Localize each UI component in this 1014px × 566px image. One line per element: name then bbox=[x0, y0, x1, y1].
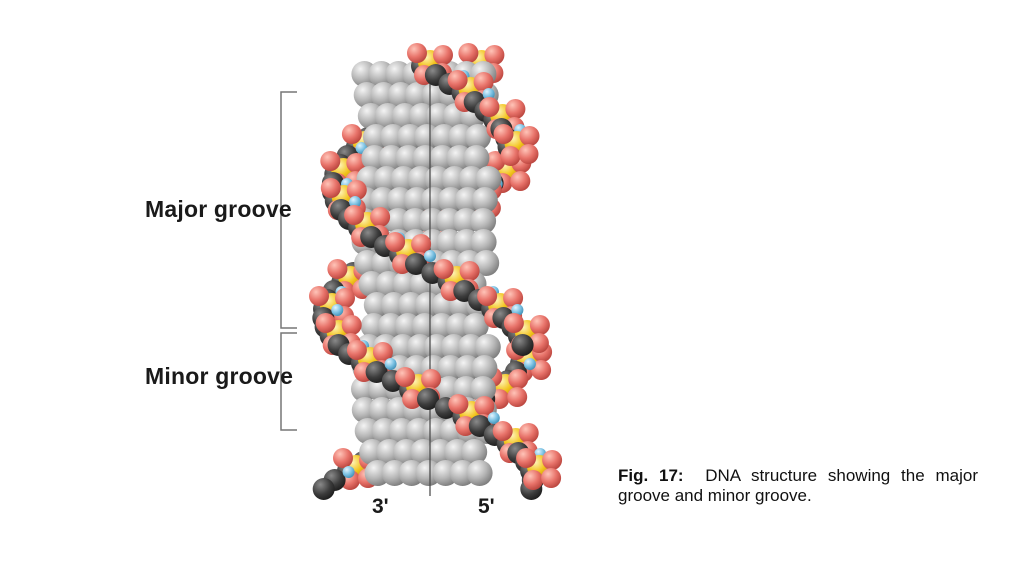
oxygen-atom bbox=[493, 124, 514, 144]
major-groove-label: Major groove bbox=[145, 196, 292, 222]
oxygen-atom bbox=[402, 389, 423, 409]
base-atom bbox=[461, 439, 488, 465]
oxygen-atom bbox=[315, 313, 336, 333]
nitrogen-atom bbox=[424, 250, 436, 262]
nitrogen-atom bbox=[342, 466, 355, 478]
oxygen-atom bbox=[395, 367, 416, 387]
oxygen-atom bbox=[458, 43, 479, 63]
base-atom bbox=[470, 229, 497, 255]
oxygen-atom bbox=[433, 45, 453, 65]
base-atom bbox=[462, 313, 489, 339]
minor-groove-label: Minor groove bbox=[145, 363, 294, 389]
base-atom bbox=[470, 376, 496, 402]
oxygen-atom bbox=[518, 423, 539, 443]
figure-caption: Fig. 17: DNA structure showing the major… bbox=[618, 466, 978, 506]
base-atom bbox=[466, 460, 493, 486]
oxygen-atom bbox=[500, 146, 521, 166]
helix-front-atoms bbox=[312, 43, 563, 490]
oxygen-atom bbox=[518, 144, 539, 164]
oxygen-atom bbox=[479, 97, 500, 117]
nitrogen-atom bbox=[523, 358, 536, 370]
oxygen-atom bbox=[510, 171, 531, 191]
base-atom bbox=[470, 208, 497, 234]
oxygen-atom bbox=[459, 261, 480, 281]
oxygen-atom bbox=[474, 396, 495, 416]
oxygen-atom bbox=[541, 468, 562, 488]
oxygen-atom bbox=[477, 286, 498, 306]
oxygen-atom bbox=[433, 259, 454, 279]
oxygen-atom bbox=[421, 369, 442, 389]
oxygen-atom bbox=[473, 72, 494, 92]
oxygen-atom bbox=[344, 205, 365, 225]
oxygen-atom bbox=[333, 448, 353, 468]
base-atom bbox=[474, 334, 501, 360]
oxygen-atom bbox=[411, 234, 432, 254]
oxygen-atom bbox=[370, 207, 391, 227]
oxygen-atom bbox=[531, 360, 552, 380]
oxygen-atom bbox=[335, 288, 355, 308]
oxygen-atom bbox=[519, 126, 540, 146]
oxygen-atom bbox=[327, 259, 348, 279]
three-prime-label: 3' bbox=[372, 495, 389, 518]
oxygen-atom bbox=[516, 448, 537, 468]
oxygen-atom bbox=[542, 450, 563, 470]
nitrogen-atom bbox=[384, 358, 397, 370]
oxygen-atom bbox=[485, 151, 506, 171]
oxygen-atom bbox=[447, 70, 468, 90]
oxygen-atom bbox=[507, 387, 528, 407]
figure-caption-text: DNA structure showing the major groove a… bbox=[618, 466, 978, 505]
carbon-atom bbox=[365, 361, 388, 383]
minor-groove-bracket bbox=[280, 332, 297, 431]
oxygen-atom bbox=[492, 421, 513, 441]
base-atom bbox=[475, 166, 502, 192]
carbon-atom bbox=[405, 253, 427, 275]
nitrogen-atom bbox=[331, 304, 344, 316]
nitrogen-atom bbox=[349, 196, 362, 208]
base-atom bbox=[471, 187, 498, 213]
oxygen-atom bbox=[523, 470, 544, 490]
oxygen-atom bbox=[346, 153, 367, 173]
oxygen-atom bbox=[448, 394, 469, 414]
nitrogen-atom bbox=[487, 412, 500, 424]
base-atom bbox=[463, 145, 490, 171]
nitrogen-atom bbox=[482, 88, 495, 100]
carbon-atom bbox=[417, 388, 439, 410]
base-atom bbox=[473, 250, 500, 276]
figure-number: Fig. 17: bbox=[618, 466, 684, 485]
oxygen-atom bbox=[320, 151, 341, 171]
oxygen-atom bbox=[372, 342, 393, 362]
major-groove-bracket bbox=[280, 91, 297, 329]
oxygen-atom bbox=[385, 232, 406, 252]
carbon-atom bbox=[511, 334, 534, 356]
oxygen-atom bbox=[346, 340, 367, 360]
oxygen-atom bbox=[341, 124, 362, 144]
oxygen-atom bbox=[341, 315, 362, 335]
oxygen-atom bbox=[484, 45, 505, 65]
oxygen-atom bbox=[528, 333, 549, 353]
oxygen-atom bbox=[529, 315, 550, 335]
five-prime-label: 5' bbox=[478, 495, 495, 518]
oxygen-atom bbox=[508, 369, 529, 389]
oxygen-atom bbox=[407, 43, 427, 63]
nitrogen-atom bbox=[511, 304, 524, 316]
oxygen-atom bbox=[346, 180, 367, 200]
base-atom bbox=[471, 355, 498, 381]
oxygen-atom bbox=[503, 288, 524, 308]
carbon-atom bbox=[312, 478, 335, 500]
oxygen-atom bbox=[320, 178, 341, 198]
oxygen-atom bbox=[309, 286, 329, 306]
base-atom bbox=[465, 124, 491, 150]
oxygen-atom bbox=[503, 313, 524, 333]
oxygen-atom bbox=[505, 99, 526, 119]
